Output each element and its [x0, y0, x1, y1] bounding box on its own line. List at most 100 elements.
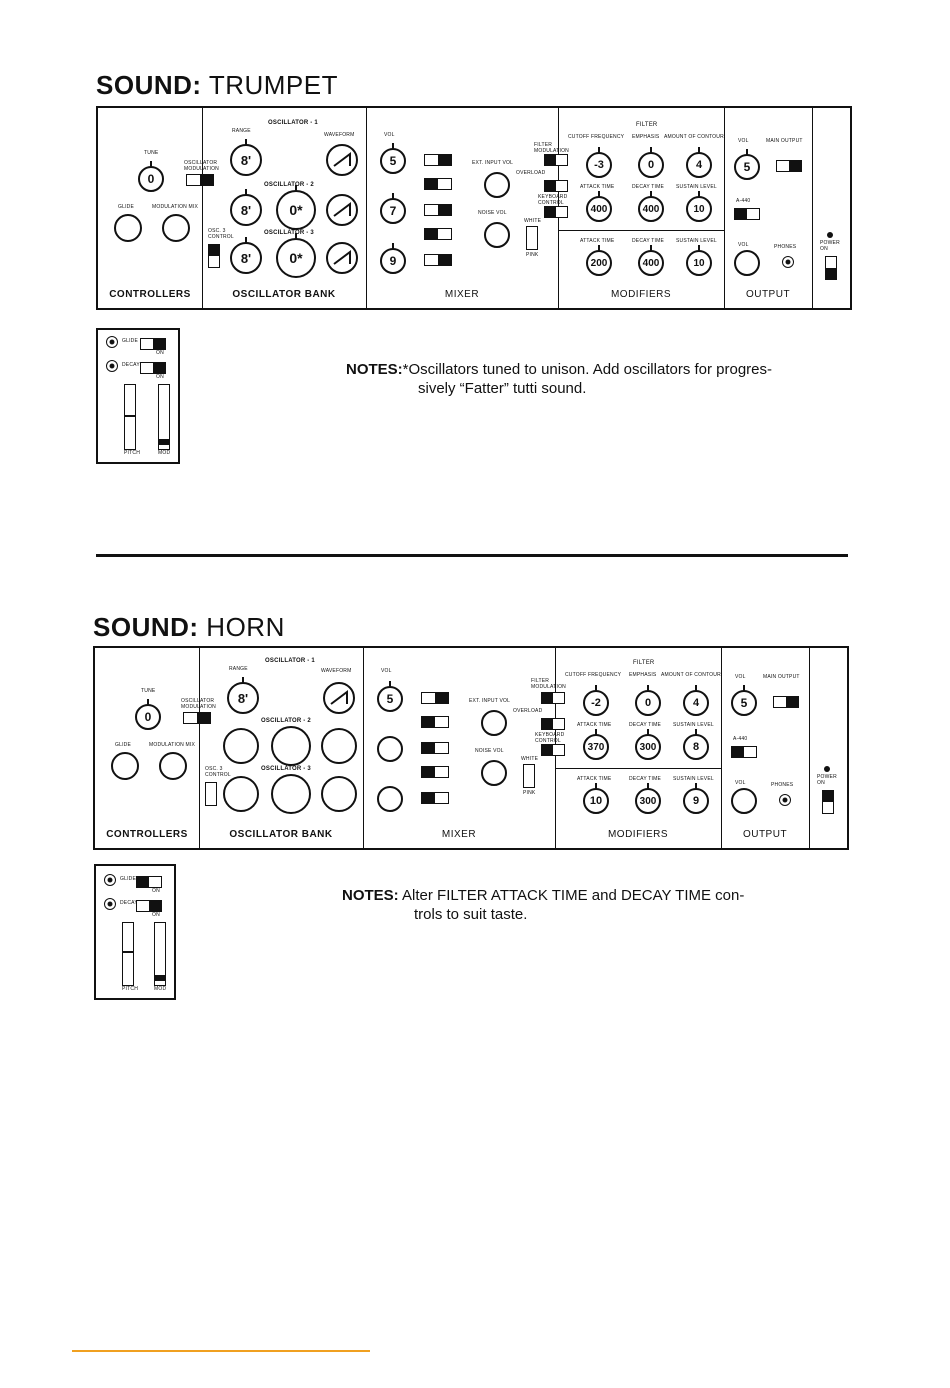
a440-switch[interactable]: [734, 208, 760, 220]
mod-wheel[interactable]: [158, 384, 170, 450]
osc2-waveform-knob[interactable]: [321, 728, 357, 764]
filter-attack-knob[interactable]: 400: [586, 191, 612, 222]
noise-color-switch[interactable]: [526, 226, 538, 250]
keyboard-control-switch-2[interactable]: [544, 206, 568, 218]
glide-jack[interactable]: [106, 336, 118, 348]
phones-vol-knob[interactable]: [734, 250, 760, 276]
osc2-range-knob[interactable]: [223, 728, 259, 764]
osc3-range-knob[interactable]: [223, 776, 259, 812]
mix-osc1-switch[interactable]: [421, 692, 449, 704]
mod-wheel[interactable]: [154, 922, 166, 986]
emphasis-knob[interactable]: 0: [635, 685, 661, 716]
pitch-wheel[interactable]: [124, 384, 136, 450]
out-vol-label: VOL: [735, 674, 746, 680]
glide-jack[interactable]: [104, 874, 116, 886]
decay-switch[interactable]: [140, 362, 166, 374]
osc-mod-switch[interactable]: [186, 174, 214, 186]
decay-jack[interactable]: [104, 898, 116, 910]
pitch-wheel[interactable]: [122, 922, 134, 986]
phones-jack[interactable]: [782, 256, 794, 268]
notes-horn: NOTES: Alter FILTER ATTACK TIME and DECA…: [342, 886, 862, 924]
mix-osc2-knob[interactable]: 7: [380, 193, 406, 224]
mix-osc1-knob[interactable]: 5: [380, 143, 406, 174]
noise-switch[interactable]: [424, 228, 452, 240]
osc1-waveform-knob[interactable]: [323, 682, 355, 714]
mix-osc2-knob[interactable]: [377, 736, 403, 762]
tune-knob[interactable]: 0: [135, 699, 161, 730]
ext-input-vol-knob[interactable]: [481, 710, 507, 736]
mix-osc1-switch[interactable]: [424, 154, 452, 166]
contour-knob[interactable]: 4: [686, 147, 712, 178]
osc1-range-knob[interactable]: 8': [227, 677, 259, 714]
loud-sustain-knob[interactable]: 10: [686, 245, 712, 276]
osc3-range-knob[interactable]: 8': [230, 237, 262, 274]
mod-mix-knob[interactable]: [162, 214, 190, 242]
tune-knob[interactable]: 0: [138, 161, 164, 192]
ext-switch[interactable]: [424, 178, 452, 190]
osc3-control-switch[interactable]: [208, 244, 220, 268]
phones-jack[interactable]: [779, 794, 791, 806]
main-output-switch[interactable]: [773, 696, 799, 708]
ext-switch[interactable]: [421, 716, 449, 728]
osc1-waveform-knob[interactable]: [326, 144, 358, 176]
cutoff-knob[interactable]: -2: [583, 685, 609, 716]
decay-jack[interactable]: [106, 360, 118, 372]
glide-switch[interactable]: [140, 338, 166, 350]
mod-label: MOD: [158, 450, 171, 456]
osc-mod-switch[interactable]: [183, 712, 211, 724]
osc3-waveform-knob[interactable]: [326, 242, 358, 274]
main-output-switch[interactable]: [776, 160, 802, 172]
filter-decay-knob[interactable]: 300: [635, 729, 661, 760]
keyboard-control-switch-2[interactable]: [541, 744, 565, 756]
mix-osc1-knob[interactable]: 5: [377, 681, 403, 712]
osc1-range-knob[interactable]: 8': [230, 139, 262, 176]
mix-osc3-knob[interactable]: [377, 786, 403, 812]
loud-decay-knob[interactable]: 300: [635, 783, 661, 814]
osc3-tune-knob[interactable]: 0*: [276, 233, 316, 278]
osc3-tune-knob[interactable]: [271, 774, 311, 814]
a440-switch[interactable]: [731, 746, 757, 758]
mod-mix-knob[interactable]: [159, 752, 187, 780]
osc2-waveform-knob[interactable]: [326, 194, 358, 226]
mix-osc2-switch[interactable]: [421, 742, 449, 754]
filter-mod-switch[interactable]: [544, 154, 568, 166]
osc2-tune-knob[interactable]: [271, 726, 311, 766]
mix-osc2-switch[interactable]: [424, 204, 452, 216]
noise-color-switch[interactable]: [523, 764, 535, 788]
contour-knob[interactable]: 4: [683, 685, 709, 716]
out-vol-knob[interactable]: 5: [731, 685, 757, 716]
out-vol-knob[interactable]: 5: [734, 149, 760, 180]
emphasis-knob[interactable]: 0: [638, 147, 664, 178]
keyboard-control-switch[interactable]: [541, 718, 565, 730]
noise-vol-knob[interactable]: [481, 760, 507, 786]
phones-vol-knob[interactable]: [731, 788, 757, 814]
glide-knob[interactable]: [114, 214, 142, 242]
osc3-waveform-knob[interactable]: [321, 776, 357, 812]
filter-decay-knob[interactable]: 400: [638, 191, 664, 222]
glide-knob[interactable]: [111, 752, 139, 780]
noise-vol-knob[interactable]: [484, 222, 510, 248]
loud-decay-knob[interactable]: 400: [638, 245, 664, 276]
osc3-control-switch[interactable]: [205, 782, 217, 806]
mix-osc3-switch[interactable]: [421, 792, 449, 804]
mix-osc3-switch[interactable]: [424, 254, 452, 266]
ext-input-vol-knob[interactable]: [484, 172, 510, 198]
mix-osc3-knob[interactable]: 9: [380, 243, 406, 274]
decay-switch[interactable]: [136, 900, 162, 912]
power-switch[interactable]: [825, 256, 837, 280]
filter-sustain-knob[interactable]: 8: [683, 729, 709, 760]
loud-attack-knob[interactable]: 200: [586, 245, 612, 276]
filter-mod-switch[interactable]: [541, 692, 565, 704]
loud-attack-knob[interactable]: 10: [583, 783, 609, 814]
modifiers-divider: [558, 230, 724, 231]
power-switch[interactable]: [822, 790, 834, 814]
keyboard-control-switch[interactable]: [544, 180, 568, 192]
noise-switch[interactable]: [421, 766, 449, 778]
glide-switch[interactable]: [136, 876, 162, 888]
filter-sustain-knob[interactable]: 10: [686, 191, 712, 222]
filter-attack-knob[interactable]: 370: [583, 729, 609, 760]
cutoff-knob[interactable]: -3: [586, 147, 612, 178]
osc2-range-knob[interactable]: 8': [230, 189, 262, 226]
loud-sustain-knob[interactable]: 9: [683, 783, 709, 814]
osc2-tune-knob[interactable]: 0*: [276, 185, 316, 230]
